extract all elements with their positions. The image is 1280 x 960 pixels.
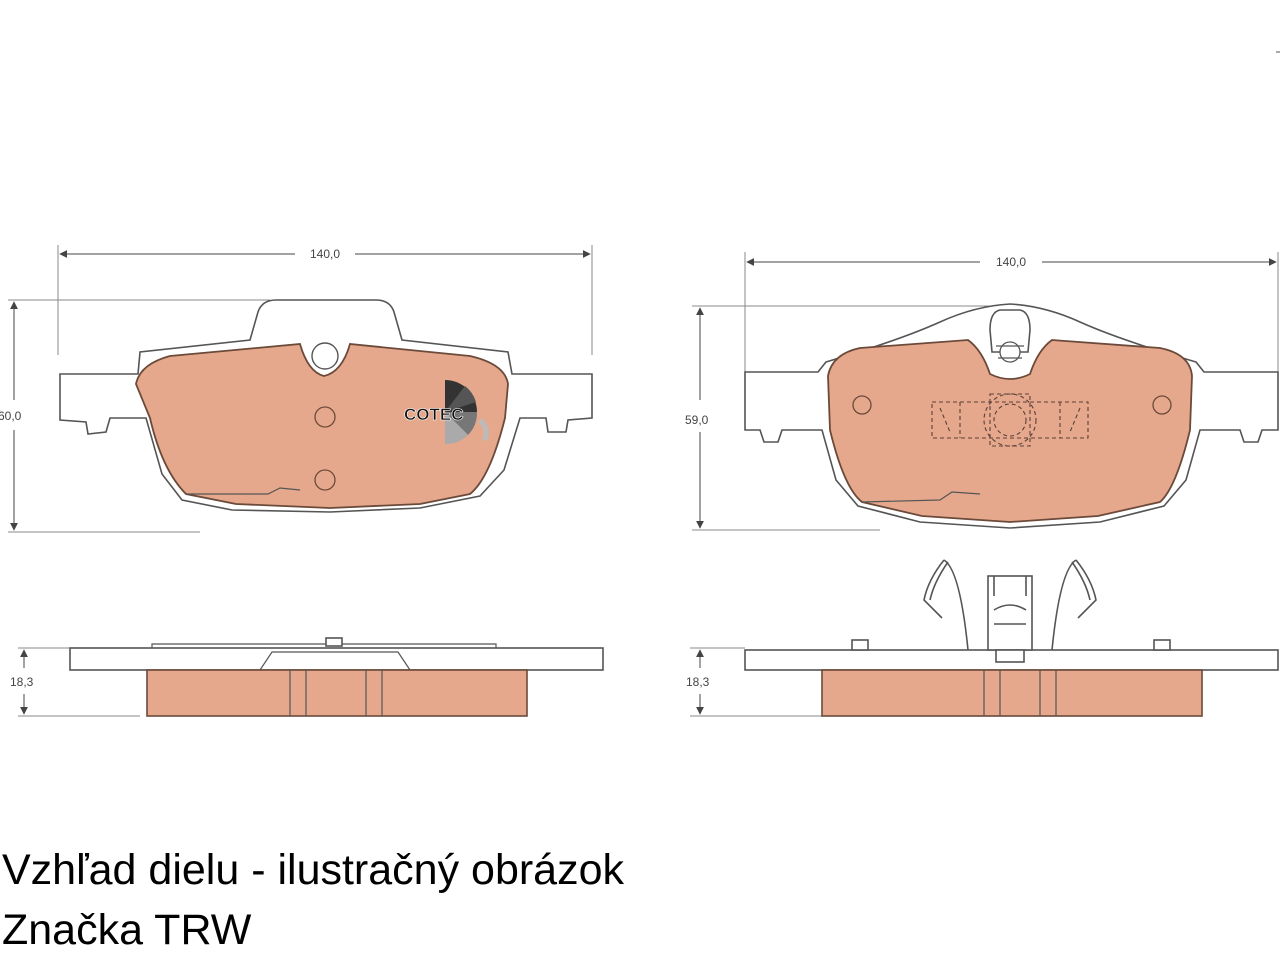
brake-pad-technical-drawing: 140,0 60,0 COTEC 1 <box>0 51 1280 717</box>
caption-brand: Značka TRW <box>2 906 252 954</box>
right-friction-pad <box>827 339 1193 523</box>
right-pad-side-view: 18,3 <box>686 559 1279 717</box>
left-width-label: 140,0 <box>310 247 340 261</box>
left-side-backing-plate <box>69 647 604 671</box>
caption-illustration-note: Vzhľad dielu - ilustračný obrázok <box>2 846 625 894</box>
left-rivet-upper <box>314 406 336 428</box>
left-thickness-label: 18,3 <box>10 675 34 689</box>
cotec-logo: COTEC <box>404 380 489 445</box>
right-height-label: 59,0 <box>685 413 709 427</box>
left-slot-hole <box>311 342 339 370</box>
right-pad-front-view: 140,0 59,0 <box>685 252 1279 531</box>
right-side-friction-block <box>821 669 1203 717</box>
left-pad-side-view: 18,3 <box>10 637 604 717</box>
left-side-friction-block <box>146 669 528 717</box>
right-rivet-left <box>852 395 872 415</box>
left-pad-front-view: 140,0 60,0 COTEC <box>0 245 593 533</box>
left-height-label: 60,0 <box>0 409 22 423</box>
cotec-logo-text: COTEC <box>404 405 464 424</box>
right-width-label: 140,0 <box>996 255 1026 269</box>
right-hidden-spring-clip <box>931 393 1089 447</box>
left-rivet-lower <box>314 469 336 491</box>
right-sensor-clip <box>989 309 1031 353</box>
right-thickness-label: 18,3 <box>686 675 710 689</box>
right-side-spring-clip <box>923 559 1097 663</box>
right-rivet-right <box>1152 395 1172 415</box>
